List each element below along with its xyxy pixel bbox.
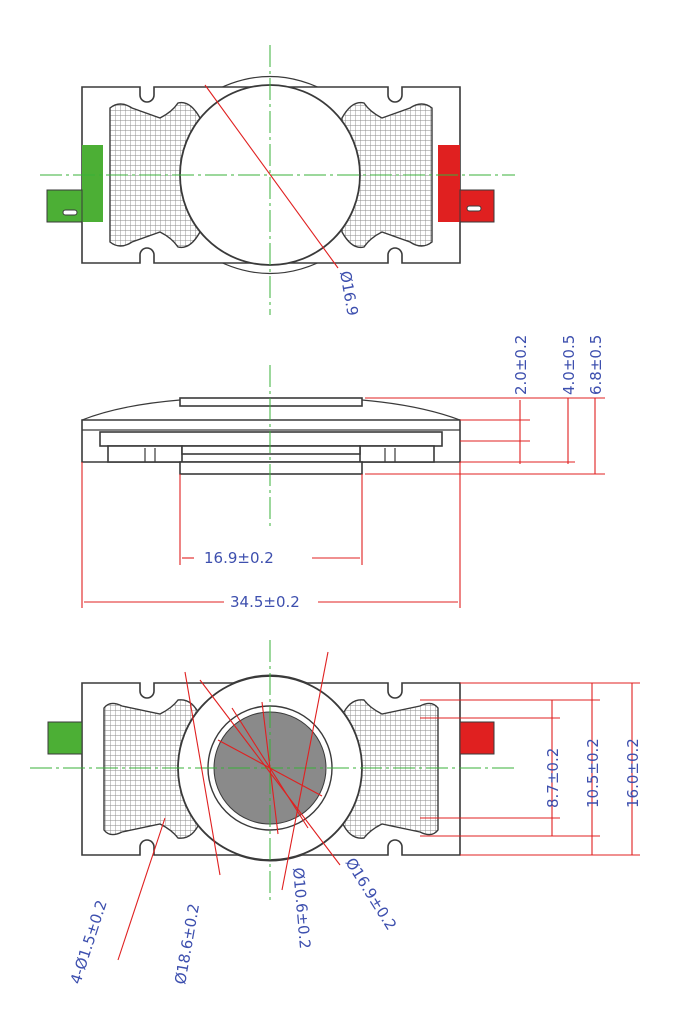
terminal-positive-bottom [459, 721, 495, 755]
dim-holes: 4-Ø1.5±0.2 [67, 898, 111, 986]
side-inner-plate [99, 431, 443, 447]
side-dome-cap [179, 397, 363, 407]
top-diameter-leader [204, 84, 339, 269]
terminal-positive-slot [466, 205, 482, 212]
leader-cross-2 [217, 739, 323, 797]
leader-10-6 [281, 651, 329, 891]
leader-holes [117, 817, 166, 961]
dim-overall-width: 34.5±0.2 [230, 593, 300, 611]
dim-mid-span: 10.5±0.2 [584, 738, 602, 808]
dim-inner-span: 8.7±0.2 [544, 748, 562, 808]
side-magnet-plate [181, 445, 361, 455]
dim-dia-10-6: Ø10.6±0.2 [289, 867, 314, 950]
terminal-negative-slot [62, 209, 78, 216]
dim-dia-16-9: Ø16.9±0.2 [342, 855, 401, 934]
top-diameter-label: Ø16.9 [336, 270, 362, 318]
terminal-negative-bottom [47, 721, 83, 755]
dim-dome-width: 16.9±0.2 [204, 549, 274, 567]
bottom-view: 8.7±0.2 10.5±0.2 16.0±0.2 4-Ø1.5±0.2 Ø18… [30, 640, 642, 986]
leader-18-6 [184, 671, 221, 876]
dim-height-small: 2.0±0.2 [512, 335, 530, 395]
terminal-negative-top [82, 145, 103, 222]
side-block-right [359, 445, 435, 463]
dim-overall-height: 16.0±0.2 [624, 738, 642, 808]
terminal-positive-top [438, 145, 460, 222]
side-magnet-bottom [179, 461, 363, 475]
top-view: Ø16.9 [40, 45, 515, 317]
dim-height-mid: 4.0±0.5 [560, 335, 578, 395]
dim-height-total: 6.8±0.5 [587, 335, 605, 395]
dim-dia-18-6: Ø18.6±0.2 [171, 902, 203, 986]
side-view: 2.0±0.2 4.0±0.5 6.8±0.5 16.9±0.2 34.5±0.… [81, 335, 605, 611]
terminal-negative-tab [46, 189, 83, 223]
